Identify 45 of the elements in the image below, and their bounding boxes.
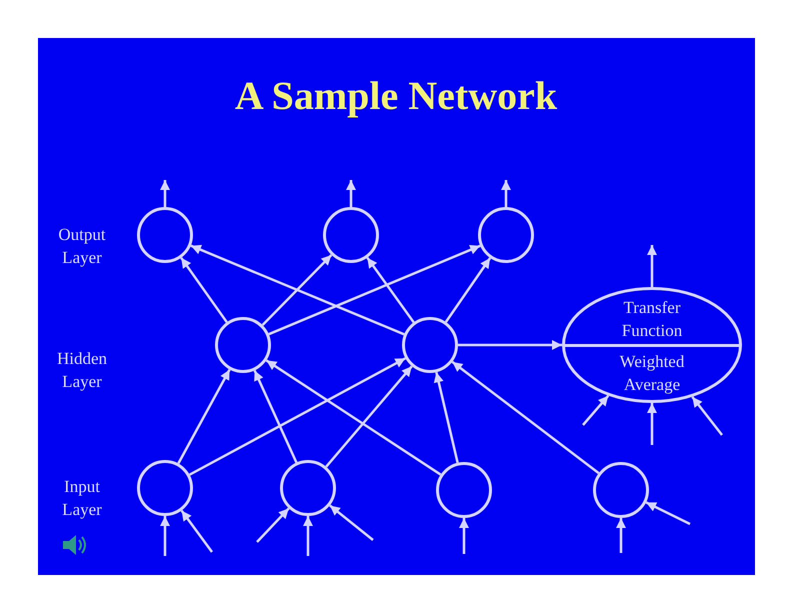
node-text: Weighted Average xyxy=(620,351,684,396)
neuron-circle xyxy=(402,317,458,373)
arrow xyxy=(256,508,290,543)
arrow xyxy=(180,510,213,553)
arrow xyxy=(346,180,356,207)
arrow xyxy=(646,501,691,526)
arrow xyxy=(366,256,415,324)
arrow xyxy=(190,244,405,336)
neuron-circle xyxy=(593,462,649,518)
arrow xyxy=(647,245,657,287)
arrow xyxy=(434,372,459,463)
node-text: Transfer Function xyxy=(622,297,682,342)
arrow xyxy=(160,516,170,556)
neuron-circle xyxy=(478,207,534,263)
arrow xyxy=(501,180,511,207)
arrow xyxy=(253,370,298,464)
arrow xyxy=(691,396,723,436)
arrow xyxy=(262,254,332,326)
layer-label: Hidden Layer xyxy=(56,348,108,393)
arrow xyxy=(329,504,374,541)
arrow xyxy=(582,394,610,426)
arrow xyxy=(458,340,562,350)
neuron-circle xyxy=(215,317,271,373)
arrow xyxy=(160,180,170,207)
neuron-ellipse xyxy=(562,287,742,403)
arrow xyxy=(444,257,492,323)
arrow xyxy=(303,516,313,556)
layer-label: Input Layer xyxy=(62,476,102,521)
arrow xyxy=(452,360,600,474)
neuron-circle xyxy=(323,207,379,263)
neuron-circle xyxy=(436,462,492,518)
layer-label: Output Layer xyxy=(58,224,106,269)
arrow xyxy=(266,359,442,476)
arrow xyxy=(180,257,228,323)
neuron-circle xyxy=(137,460,193,516)
arrow xyxy=(177,369,231,464)
neuron-circle xyxy=(137,207,193,263)
arrow xyxy=(647,403,657,445)
arrow xyxy=(268,244,481,336)
arrow xyxy=(459,518,469,554)
arrow xyxy=(325,365,413,468)
arrow xyxy=(616,518,626,553)
neuron-circle xyxy=(280,460,336,516)
arrow xyxy=(189,357,406,476)
slide-title: A Sample Network xyxy=(234,72,558,119)
